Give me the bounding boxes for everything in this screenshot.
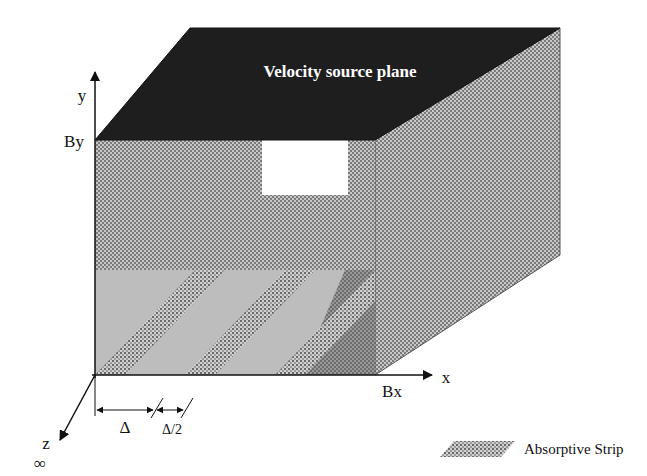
axis-label: y bbox=[78, 86, 87, 106]
floor bbox=[95, 270, 375, 375]
velocity-source-face bbox=[95, 28, 560, 140]
y-axis bbox=[94, 72, 96, 378]
z-axis bbox=[60, 375, 95, 440]
axis-label: z bbox=[42, 434, 50, 454]
axis-label: x bbox=[442, 368, 451, 388]
back-wall bbox=[95, 140, 375, 270]
legend-entry: Absorptive Strip bbox=[440, 440, 624, 458]
dimension-tick bbox=[95, 375, 96, 416]
axis-label: ∞ bbox=[34, 454, 46, 474]
axis-label: Bx bbox=[382, 382, 402, 402]
absorptive-strip bbox=[275, 270, 375, 375]
dimension-tick bbox=[181, 398, 193, 418]
dimension-label: Δ bbox=[120, 418, 131, 438]
legend-swatch bbox=[440, 440, 516, 458]
plane-label: Velocity source plane bbox=[264, 62, 417, 82]
dimension-line bbox=[97, 410, 153, 411]
dimension-tick bbox=[151, 398, 163, 418]
legend-label: Absorptive Strip bbox=[524, 441, 624, 458]
axis-label: By bbox=[64, 132, 84, 152]
outlet-opening bbox=[262, 140, 348, 195]
plane-label-region: Velocity source plane bbox=[215, 52, 465, 92]
dimension-label: Δ/2 bbox=[162, 422, 182, 438]
x-axis bbox=[92, 374, 432, 376]
dimension-line bbox=[157, 410, 183, 411]
